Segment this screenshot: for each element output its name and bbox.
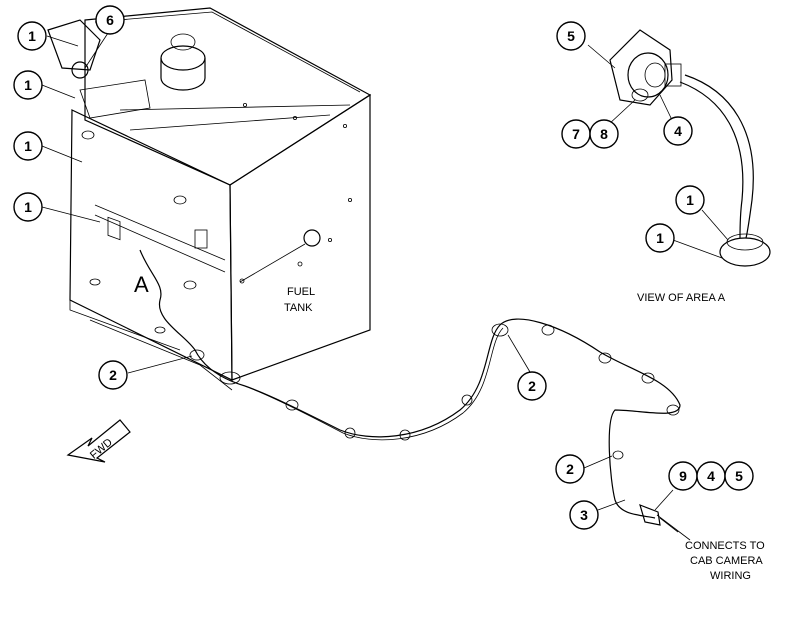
leader-lines: [41, 29, 729, 541]
svg-text:1: 1: [656, 230, 664, 246]
fwd-label: FWD: [88, 436, 115, 461]
callout-3: 3: [569, 500, 599, 530]
svg-text:8: 8: [600, 126, 608, 142]
callout-7: 7: [561, 119, 591, 149]
callout-circles: 1 6 1 1 1 2 5 7 8 4 1 1 2 2 3 9 4 5: [13, 5, 754, 530]
svg-text:4: 4: [674, 123, 682, 139]
callout-2: 2: [98, 360, 128, 390]
callout-1: 1: [13, 192, 43, 222]
forward-arrow-icon: FWD: [66, 419, 131, 463]
callout-5: 5: [724, 461, 754, 491]
svg-text:3: 3: [580, 507, 588, 523]
svg-text:1: 1: [686, 192, 694, 208]
svg-text:5: 5: [567, 28, 575, 44]
connects-to-caption-line3: WIRING: [710, 570, 751, 582]
svg-text:7: 7: [572, 126, 580, 142]
connects-to-caption-line2: CAB CAMERA: [690, 555, 763, 567]
callout-2: 2: [517, 371, 547, 401]
callout-5: 5: [556, 21, 586, 51]
wiring-harness: [139, 249, 681, 533]
svg-text:5: 5: [735, 468, 743, 484]
callout-1: 1: [645, 223, 675, 253]
area-a-marker: A: [134, 272, 149, 297]
svg-text:1: 1: [28, 28, 36, 44]
svg-text:2: 2: [566, 461, 574, 477]
callout-9: 9: [668, 461, 698, 491]
svg-text:1: 1: [24, 199, 32, 215]
view-of-area-a-caption: VIEW OF AREA A: [637, 292, 726, 304]
detail-view-area-a: [609, 29, 771, 267]
svg-text:6: 6: [106, 12, 114, 28]
fuel-tank-label-line1: FUEL: [287, 286, 315, 298]
callout-2: 2: [555, 454, 585, 484]
callout-8: 8: [589, 119, 619, 149]
svg-text:9: 9: [679, 468, 687, 484]
fuel-tank-illustration: [47, 7, 372, 391]
callout-1: 1: [675, 185, 705, 215]
callout-4: 4: [696, 461, 726, 491]
svg-text:1: 1: [24, 77, 32, 93]
svg-text:4: 4: [707, 468, 715, 484]
fuel-tank-label-line2: TANK: [284, 302, 313, 314]
callout-4: 4: [663, 116, 693, 146]
svg-text:2: 2: [528, 378, 536, 394]
svg-text:1: 1: [24, 138, 32, 154]
svg-text:2: 2: [109, 367, 117, 383]
callout-1: 1: [13, 131, 43, 161]
callout-1: 1: [13, 70, 43, 100]
connects-to-caption-line1: CONNECTS TO: [685, 540, 765, 552]
callout-1: 1: [17, 21, 47, 51]
callout-6: 6: [95, 5, 125, 35]
